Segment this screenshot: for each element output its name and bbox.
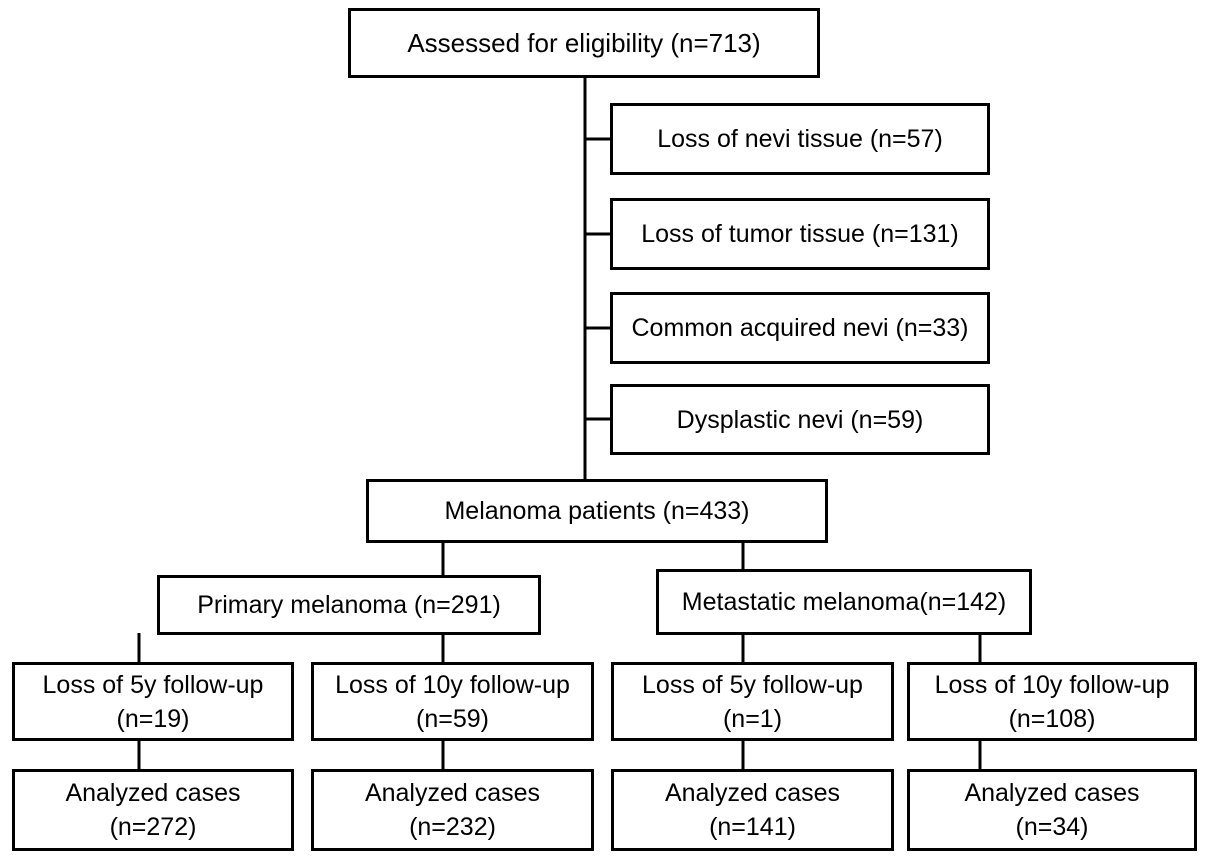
primary-loss-5y-line2: (n=19) (116, 704, 190, 733)
metastatic-melanoma-label: Metastatic melanoma(n=142) (681, 588, 1007, 616)
metastatic-analyzed-5y-line1: Analyzed cases (664, 779, 841, 807)
primary-analyzed-10y-box: Analyzed cases (n=232) (311, 769, 594, 851)
primary-melanoma-label: Primary melanoma (n=291) (197, 591, 501, 619)
primary-loss-10y-box: Loss of 10y follow-up (n=59) (311, 662, 594, 741)
metastatic-analyzed-10y-line1: Analyzed cases (964, 779, 1140, 807)
primary-analyzed-10y-line1: Analyzed cases (364, 779, 541, 807)
melanoma-patients-box: Melanoma patients (n=433) (366, 479, 828, 543)
primary-loss-5y-box: Loss of 5y follow-up (n=19) (12, 662, 294, 741)
loss-tumor-tissue-box: Loss of tumor tissue (n=131) (610, 198, 990, 270)
primary-loss-10y-line2: (n=59) (416, 704, 489, 733)
dysplastic-nevi-box: Dysplastic nevi (n=59) (610, 384, 990, 455)
dysplastic-nevi-label: Dysplastic nevi (n=59) (676, 405, 924, 434)
metastatic-melanoma-box: Metastatic melanoma(n=142) (656, 569, 1032, 635)
common-acquired-nevi-box: Common acquired nevi (n=33) (610, 292, 990, 364)
assessed-eligibility-label: Assessed for eligibility (n=713) (407, 28, 761, 58)
metastatic-analyzed-5y-line2: (n=141) (709, 813, 796, 841)
loss-nevi-tissue-box: Loss of nevi tissue (n=57) (610, 103, 990, 175)
melanoma-patients-label: Melanoma patients (n=433) (444, 497, 750, 525)
metastatic-analyzed-5y-box: Analyzed cases (n=141) (611, 769, 894, 851)
primary-analyzed-10y-line2: (n=232) (409, 813, 496, 841)
loss-tumor-tissue-label: Loss of tumor tissue (n=131) (641, 220, 959, 248)
metastatic-analyzed-10y-box: Analyzed cases (n=34) (907, 769, 1197, 851)
primary-analyzed-5y-box: Analyzed cases (n=272) (12, 769, 294, 851)
metastatic-loss-10y-box: Loss of 10y follow-up (n=108) (907, 662, 1197, 741)
metastatic-loss-5y-line1: Loss of 5y follow-up (642, 670, 863, 699)
metastatic-loss-5y-line2: (n=1) (722, 704, 783, 733)
loss-nevi-tissue-label: Loss of nevi tissue (n=57) (657, 125, 943, 153)
primary-analyzed-5y-line1: Analyzed cases (65, 779, 241, 807)
metastatic-loss-5y-box: Loss of 5y follow-up (n=1) (611, 662, 894, 741)
primary-melanoma-box: Primary melanoma (n=291) (157, 575, 541, 635)
metastatic-analyzed-10y-line2: (n=34) (1015, 813, 1089, 841)
common-acquired-nevi-label: Common acquired nevi (n=33) (631, 314, 969, 342)
primary-analyzed-5y-line2: (n=272) (109, 813, 197, 841)
primary-loss-10y-line1: Loss of 10y follow-up (335, 670, 570, 699)
primary-loss-5y-line1: Loss of 5y follow-up (42, 670, 264, 699)
assessed-eligibility-box: Assessed for eligibility (n=713) (348, 8, 820, 78)
metastatic-loss-10y-line1: Loss of 10y follow-up (934, 670, 1170, 699)
metastatic-loss-10y-line2: (n=108) (1008, 704, 1096, 733)
